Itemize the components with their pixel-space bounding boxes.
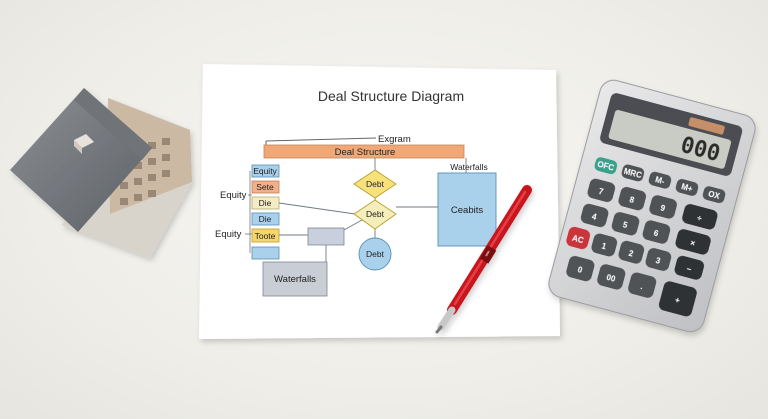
key-3[interactable] [644, 247, 672, 273]
key-0-label: 0 [577, 265, 584, 275]
left-column: Equity Sete Die Die Toote [249, 164, 280, 260]
key-2-label: 2 [628, 249, 635, 259]
waterfalls-top-label: Waterfalls [450, 162, 487, 172]
key-divide[interactable] [681, 203, 719, 231]
diagram-connectors [278, 158, 467, 262]
debt-diamond-2-label: Debt [366, 209, 385, 219]
key-9[interactable] [648, 194, 678, 220]
diagram-subtitle: Exgram [378, 134, 411, 145]
key-plus[interactable] [658, 280, 699, 318]
ceabits-box [437, 172, 497, 247]
calculator: 000 OFC MRC M- M+ OX 7 8 9 ÷ 4 [548, 79, 756, 333]
key-ox[interactable] [702, 185, 727, 204]
subtitle-connector [265, 137, 377, 145]
red-pen [435, 185, 532, 334]
left-box-5-label: Toote [255, 231, 276, 241]
key-m-minus[interactable] [648, 171, 673, 190]
left-box-die-2 [251, 212, 280, 226]
key-multiply[interactable] [674, 228, 712, 256]
key-9-label: 9 [659, 203, 666, 213]
debt-diamond-1-label: Debt [366, 179, 385, 189]
key-multiply-label: × [689, 238, 696, 248]
key-m-plus-label: M+ [680, 182, 694, 194]
calculator-display [608, 110, 732, 169]
left-box-toote [251, 228, 280, 243]
key-dot-label: . [640, 282, 644, 291]
key-4[interactable] [579, 202, 609, 228]
left-box-2-label: Sete [256, 182, 274, 192]
key-6[interactable] [641, 219, 671, 245]
left-box-3-label: Die [259, 198, 272, 208]
key-ac-label: AC [571, 234, 585, 246]
waterfalls-box [262, 261, 328, 297]
key-2[interactable] [617, 239, 645, 265]
house-model [10, 88, 192, 258]
key-ac[interactable] [565, 225, 591, 250]
diagram-title: Deal Structure Diagram [318, 88, 464, 104]
left-box-blank [251, 246, 280, 260]
key-5-label: 5 [622, 220, 629, 230]
debt-circle-label: Debt [366, 249, 385, 259]
deal-structure-bar [263, 144, 465, 159]
ceabits-label: Ceabits [451, 205, 483, 216]
debt-diamond-1 [353, 169, 397, 199]
left-box-equity [251, 164, 280, 178]
key-7[interactable] [586, 177, 616, 203]
key-plus-label: + [674, 295, 681, 305]
debt-diamond-2 [353, 199, 397, 230]
key-5[interactable] [610, 211, 640, 237]
key-7-label: 7 [598, 187, 605, 197]
key-minus[interactable] [673, 254, 705, 281]
key-8[interactable] [617, 186, 647, 212]
key-1-label: 1 [601, 242, 608, 252]
side-label-equity-1: Equity [220, 190, 247, 201]
key-1[interactable] [590, 232, 618, 258]
key-ox-label: OX [707, 189, 721, 201]
left-box-4-label: Die [259, 214, 272, 224]
small-grey-box [307, 227, 345, 246]
left-box-1-label: Equity [253, 166, 277, 176]
key-m-minus-label: M- [654, 175, 666, 186]
key-3-label: 3 [655, 256, 662, 266]
key-ofc[interactable] [593, 156, 618, 175]
calculator-keys: OFC MRC M- M+ OX 7 8 9 ÷ 4 5 6 [565, 156, 727, 318]
key-4-label: 4 [591, 212, 598, 222]
left-box-sete [251, 180, 280, 194]
key-8-label: 8 [629, 195, 636, 205]
key-6-label: 6 [653, 229, 660, 239]
key-ofc-label: OFC [596, 160, 615, 173]
waterfalls-box-label: Waterfalls [274, 274, 316, 285]
key-00-label: 00 [605, 273, 616, 284]
debt-circle [358, 237, 392, 271]
key-m-plus[interactable] [675, 178, 700, 197]
key-dot[interactable] [627, 271, 658, 299]
deal-structure-label: Deal Structure [335, 147, 396, 158]
key-00[interactable] [596, 263, 627, 291]
key-divide-label: ÷ [696, 213, 703, 223]
key-0[interactable] [565, 255, 596, 283]
key-mrc[interactable] [620, 163, 645, 182]
key-minus-label: − [685, 264, 692, 274]
solar-panel [688, 117, 725, 135]
side-label-equity-2: Equity [215, 229, 242, 240]
